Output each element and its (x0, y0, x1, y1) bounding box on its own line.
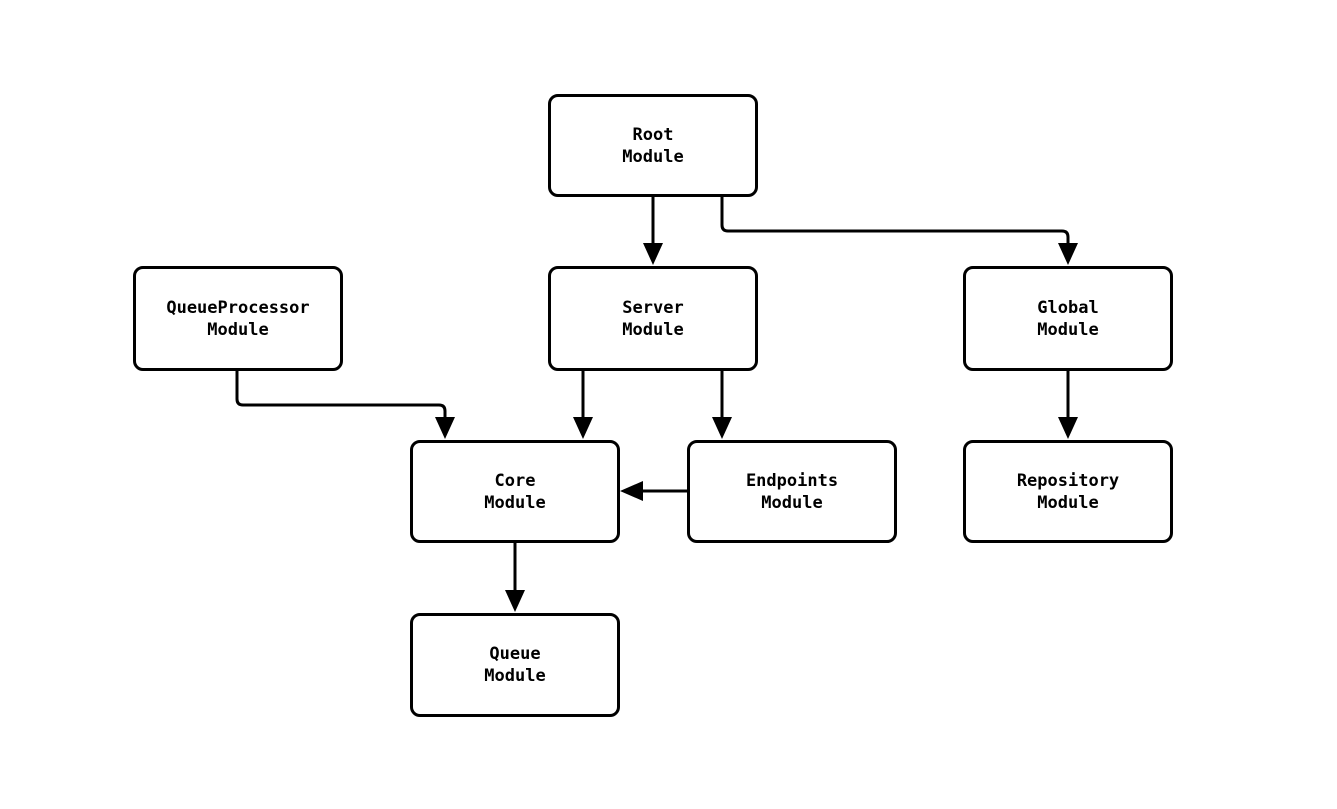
node-endpoints[interactable]: Endpoints Module (687, 440, 897, 543)
node-queue[interactable]: Queue Module (410, 613, 620, 717)
edge-global-repository (1058, 371, 1078, 439)
edge-endpoints-core (620, 481, 687, 501)
node-global[interactable]: Global Module (963, 266, 1173, 371)
node-server[interactable]: Server Module (548, 266, 758, 371)
edge-server-endpoints (712, 371, 732, 439)
edge-core-queue (505, 543, 525, 612)
node-root-label-line1: Root (632, 124, 674, 145)
node-root[interactable]: Root Module (548, 94, 758, 197)
node-server-label-line2: Module (622, 319, 684, 340)
node-endpoints-label-line1: Endpoints (745, 470, 839, 491)
edge-root-global (720, 197, 1078, 265)
node-queueprocessor[interactable]: QueueProcessor Module (133, 266, 343, 371)
node-root-label-line2: Module (622, 146, 684, 167)
node-queueprocessor-label-line1: QueueProcessor (166, 297, 310, 318)
edge-root-server (643, 197, 663, 265)
node-core-label-line2: Module (484, 492, 546, 513)
node-endpoints-label-line2: Module (761, 492, 823, 513)
node-core-label-line1: Core (494, 470, 536, 491)
node-queueprocessor-label-line2: Module (207, 319, 269, 340)
node-core[interactable]: Core Module (410, 440, 620, 543)
node-global-label-line1: Global (1037, 297, 1099, 318)
node-repository-label-line1: Repository (1016, 470, 1120, 491)
edge-server-core (573, 371, 593, 439)
node-repository-label-line2: Module (1037, 492, 1099, 513)
edge-queueprocessor-core (235, 371, 455, 439)
node-repository[interactable]: Repository Module (963, 440, 1173, 543)
node-queue-label-line2: Module (484, 666, 546, 686)
node-server-label-line1: Server (622, 297, 684, 318)
node-global-label-line2: Module (1037, 319, 1099, 340)
node-queue-label-line1: Queue (489, 644, 541, 664)
